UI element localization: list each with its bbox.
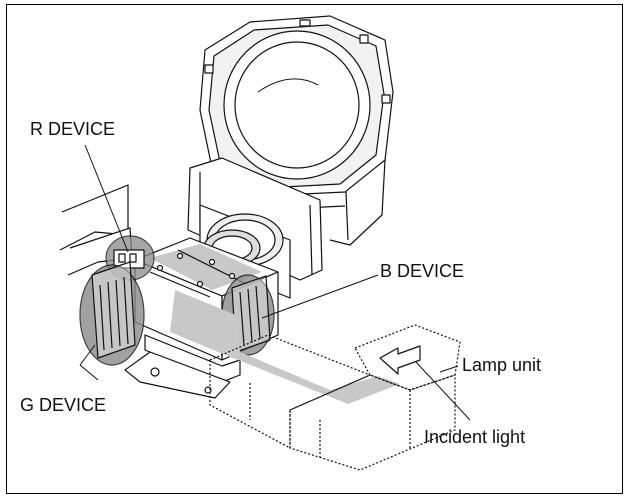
b-device-label: B DEVICE (380, 261, 465, 281)
incident-light-arrow-icon (379, 345, 421, 375)
r-device (59, 184, 155, 281)
projection-lens (199, 15, 394, 246)
lamp-unit-outline (209, 324, 461, 471)
r-device-label: R DEVICE (30, 119, 116, 139)
lamp-unit-label: Lamp unit (462, 355, 542, 375)
g-device-label: G DEVICE (20, 395, 107, 415)
incident-light-label: Incident light (424, 427, 526, 447)
light-path (170, 290, 400, 404)
g-device (79, 261, 145, 366)
leader-lines (79, 144, 471, 421)
lens-mount (187, 157, 323, 299)
